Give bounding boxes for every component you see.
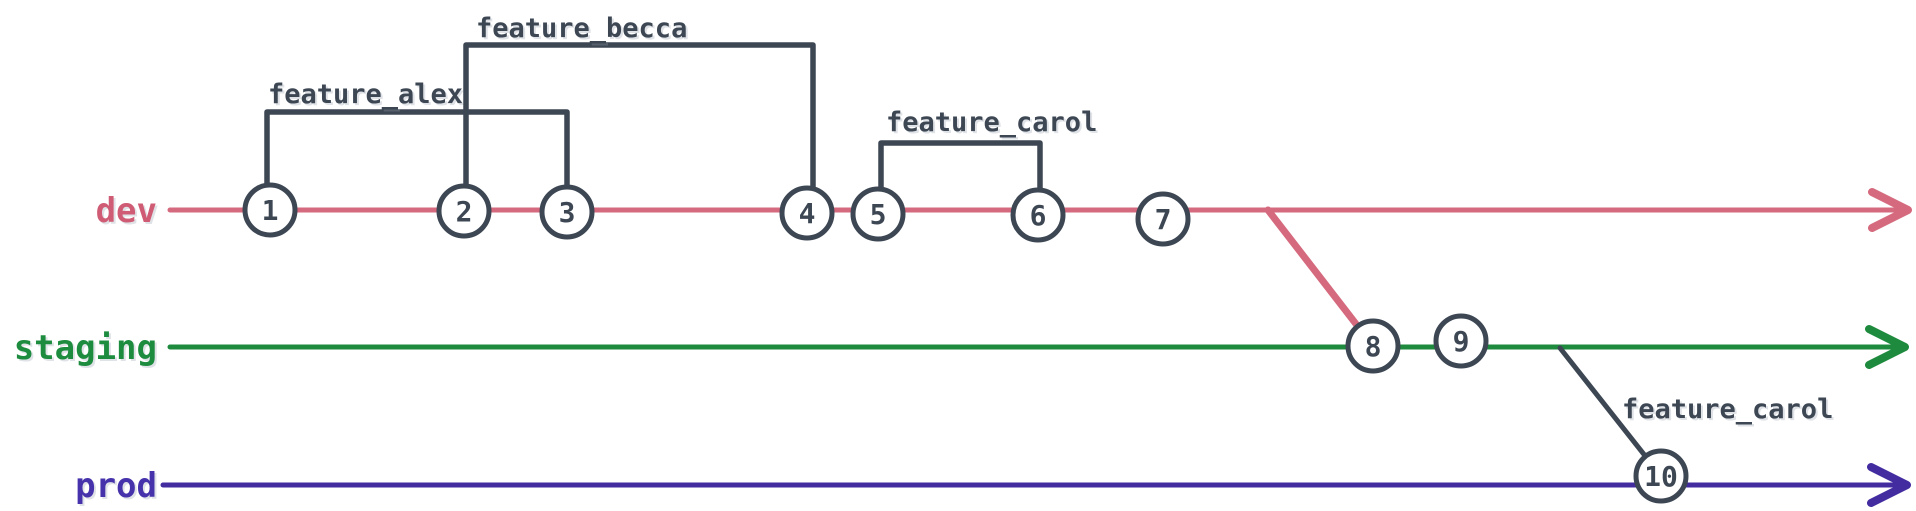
branch-arrowhead-icon [1868, 188, 1912, 232]
commit-number: 5 [870, 198, 887, 231]
branch-arrowhead-icon [1865, 325, 1909, 369]
feature-branch-label: feature_alex [268, 79, 463, 110]
branch-label-dev: dev [96, 191, 157, 231]
commit-node [1135, 191, 1191, 247]
merge-link-label: feature_carol [1622, 394, 1833, 425]
commit-node [1633, 448, 1689, 504]
commit-number: 2 [456, 195, 473, 228]
commit-number: 6 [1030, 199, 1047, 232]
commit-number: 7 [1155, 203, 1172, 236]
commit-number: 9 [1453, 325, 1470, 358]
commit-node [779, 185, 835, 241]
feature-branch-label: feature_carol [886, 107, 1097, 138]
commit-number: 3 [559, 196, 576, 229]
commit-node [539, 184, 595, 240]
commit-number: 1 [262, 194, 279, 227]
branch-label-prod: prod [75, 466, 157, 506]
commit-node [242, 182, 298, 238]
merge-link-dev-to-staging [1264, 206, 1377, 350]
branch-label-staging: staging [14, 328, 157, 368]
commit-node [1433, 313, 1489, 369]
commit-node [850, 186, 906, 242]
commit-node [1345, 318, 1401, 374]
commit-number: 4 [799, 197, 816, 230]
feature-branch-bracket [463, 42, 816, 216]
feature-branch-label: feature_becca [476, 13, 687, 44]
commit-number: 8 [1365, 330, 1382, 363]
commit-node [436, 183, 492, 239]
feature-branch-bracket [264, 109, 570, 215]
branch-arrowhead-icon [1867, 463, 1911, 507]
commit-node [1010, 187, 1066, 243]
feature-branch-bracket [878, 140, 1043, 218]
commit-number: 10 [1644, 460, 1678, 493]
